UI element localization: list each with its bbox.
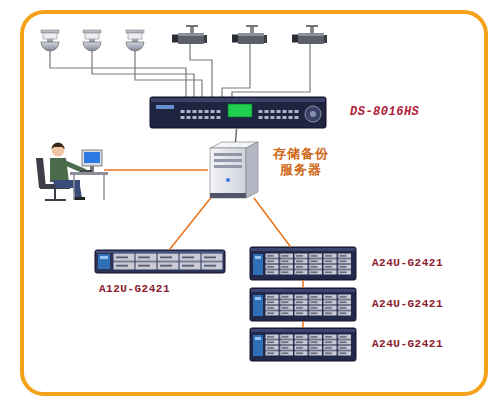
dvr-box: DS-8016HS xyxy=(150,97,326,128)
dvr-device xyxy=(150,97,326,128)
device-label: A24U-G2421 xyxy=(372,257,443,271)
operator-workstation xyxy=(54,189,56,199)
storage-array xyxy=(95,250,225,273)
operator-workstation xyxy=(52,143,65,149)
dvr-device xyxy=(151,98,325,102)
camera-wires xyxy=(135,51,202,97)
storage-array xyxy=(250,328,356,361)
operator-workstation xyxy=(80,170,92,172)
connector-line xyxy=(302,280,304,288)
operator-workstation xyxy=(45,199,66,201)
operator-workstation xyxy=(73,175,75,200)
dvr-device xyxy=(156,105,174,109)
dvr-device xyxy=(258,109,300,121)
server-tower xyxy=(210,148,246,198)
operator-workstation xyxy=(103,175,105,200)
device-label: A24U-G2421 xyxy=(372,298,443,312)
server-tower xyxy=(246,142,258,198)
storage-array xyxy=(250,288,356,321)
connector-line xyxy=(169,198,210,250)
dome-camera xyxy=(41,30,59,51)
camera-wires xyxy=(50,44,310,97)
server-tower xyxy=(210,142,258,198)
operator-workstation xyxy=(63,162,84,171)
camera-wires xyxy=(222,44,250,97)
storage-box: A24U-G2421 xyxy=(250,247,356,280)
dome-camera xyxy=(126,30,144,51)
device-label: A24U-G2421 xyxy=(372,338,443,352)
operator-workstation xyxy=(82,150,102,166)
connector-line xyxy=(235,128,236,142)
operator-workstation xyxy=(52,144,65,157)
server-tower xyxy=(214,165,242,168)
operator-workstation xyxy=(84,152,100,163)
dvr-device xyxy=(150,97,326,128)
server-tower xyxy=(214,159,242,162)
dome-camera xyxy=(83,30,101,51)
operator-workstation xyxy=(36,143,108,200)
device-label: 存储备份 服务器 xyxy=(270,146,332,179)
connector-line xyxy=(254,198,291,247)
box-camera xyxy=(292,25,327,44)
connector-line xyxy=(302,321,304,328)
server-tower xyxy=(214,153,242,156)
operator-workstation xyxy=(74,197,85,200)
server-tower xyxy=(210,193,246,198)
device-label: A12U-G2421 xyxy=(99,283,170,297)
dvr-device xyxy=(180,109,222,121)
dvr-device xyxy=(305,106,321,122)
dvr-device xyxy=(228,104,252,117)
server-box: 存储备份 服务器 xyxy=(208,142,258,198)
operator-link xyxy=(104,169,208,171)
dvr-device xyxy=(310,111,316,117)
device-label: DS-8016HS xyxy=(350,105,419,120)
box-camera xyxy=(172,25,207,44)
operator-workstation xyxy=(36,158,46,188)
camera-wires xyxy=(232,44,310,97)
server-tower xyxy=(226,178,230,182)
storage-array xyxy=(250,247,356,280)
storage-box: A12U-G2421 xyxy=(95,250,225,273)
operator-workstation xyxy=(70,172,108,175)
camera-wires xyxy=(190,44,212,97)
box-camera xyxy=(232,25,267,44)
frame-border xyxy=(22,12,486,394)
camera-wires xyxy=(92,51,194,97)
storage-box: A24U-G2421 xyxy=(250,328,356,361)
storage-box: A24U-G2421 xyxy=(250,288,356,321)
